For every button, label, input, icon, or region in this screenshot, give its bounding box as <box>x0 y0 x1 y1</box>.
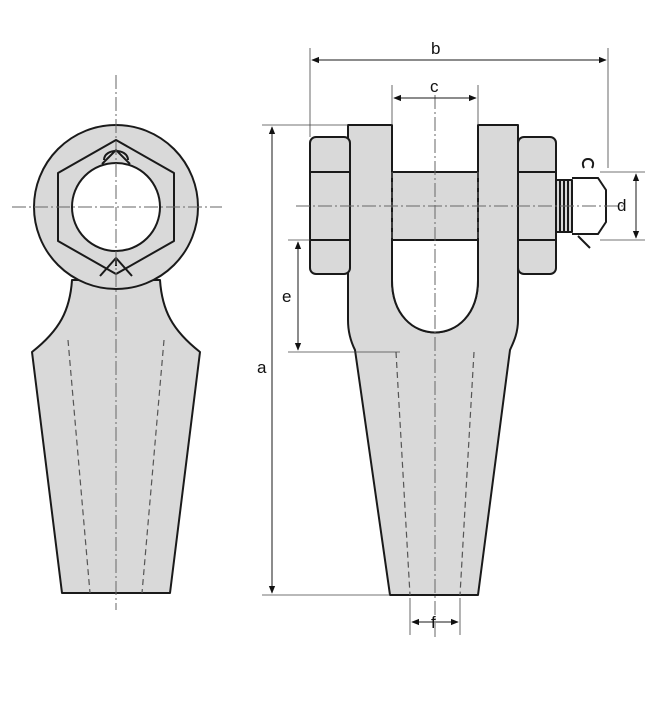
side-view <box>12 75 222 610</box>
side-view-hidden-line-right <box>141 339 165 594</box>
dimension-e-label: e <box>282 287 291 306</box>
dimension-c-label: c <box>430 77 439 96</box>
front-view <box>296 95 625 640</box>
front-view-hidden-taper-left <box>395 351 411 596</box>
side-view-hidden-line-left <box>67 339 91 594</box>
dimension-a-label: a <box>257 358 267 377</box>
dimension-b-label: b <box>431 39 440 58</box>
dimensions: b c a e d f <box>257 39 645 635</box>
dimension-f-label: f <box>431 613 436 632</box>
front-view-hidden-taper-right <box>459 351 475 596</box>
dimension-d-label: d <box>617 196 626 215</box>
